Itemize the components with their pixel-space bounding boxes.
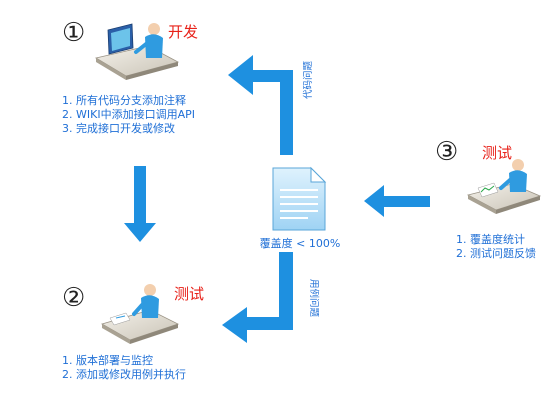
- step1-task-2: 2. WIKI中添加接口调用API: [62, 107, 195, 121]
- step3-role: 测试: [482, 144, 512, 162]
- down-arrow: [124, 166, 156, 242]
- feedback-arrow: [364, 185, 430, 217]
- step2-number: ②: [62, 283, 85, 313]
- coverage-label: 覆盖度 < 100%: [260, 236, 341, 250]
- step2-role: 测试: [174, 285, 204, 303]
- tester-icon-right: [466, 159, 542, 214]
- step3-task-1: 1. 覆盖度统计: [456, 232, 525, 246]
- step1-task-3: 3. 完成接口开发或修改: [62, 121, 175, 135]
- case-issue-label: 用例问题: [308, 279, 320, 318]
- case-issue-arrow: [222, 252, 293, 343]
- step1-role: 开发: [168, 23, 198, 41]
- step1-task-1: 1. 所有代码分支添加注释: [62, 93, 186, 107]
- tester-icon-bottom: [100, 284, 180, 344]
- step1-number: ①: [62, 18, 85, 48]
- step3-task-2: 2. 测试问题反馈: [456, 247, 536, 260]
- step2-task-1: 1. 版本部署与监控: [62, 353, 153, 367]
- step2-task-2: 2. 添加或修改用例并执行: [62, 367, 186, 381]
- code-issue-label: 代码问题: [302, 61, 314, 100]
- step3-number: ③: [435, 137, 458, 167]
- document-icon: [272, 166, 327, 231]
- developer-icon: [94, 23, 180, 80]
- code-issue-arrow: [228, 55, 293, 155]
